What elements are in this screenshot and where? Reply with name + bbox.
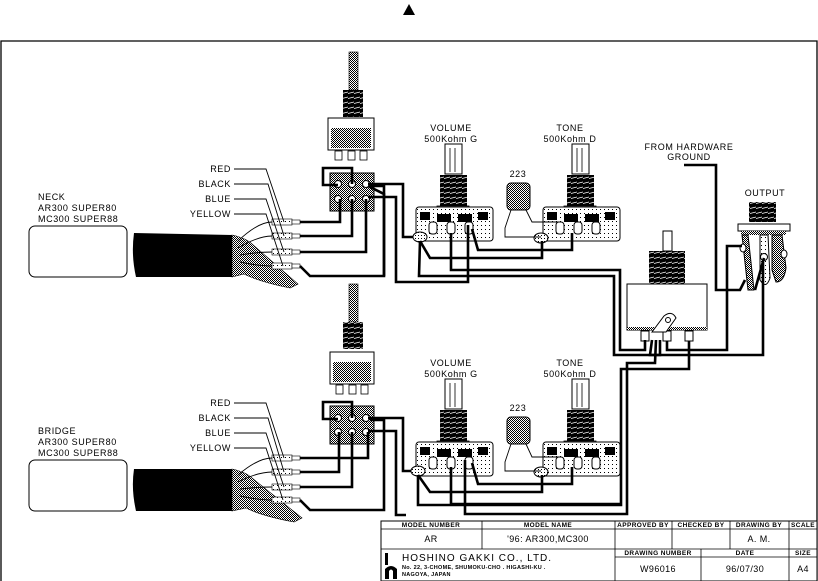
neck-cable [132,233,232,277]
neck-tone-label: TONE [556,123,583,133]
bridge-pickup-group: BRIDGE AR300 SUPER80 MC300 SUPER88 RED B… [28,398,303,523]
hardware-ground-label-2: GROUND [667,152,711,162]
company-address-line-1: No. 22, 3-CHOME, SHUMOKU-CHO . HIGASHI-K… [402,565,546,571]
neck-tone-value: 500Kohm D [544,134,597,144]
neck-pickup-model-2: MC300 SUPER88 [38,214,118,224]
neck-pickup-position-label: NECK [38,192,65,202]
neck-volume-pot [415,143,494,242]
bridge-capacitor-label: 223 [510,403,527,413]
scale-header: SCALE [791,522,815,529]
north-arrow-icon [403,4,415,15]
approved-by-header: APPROVED BY [617,522,669,529]
checked-by-header: CHECKED BY [678,522,725,529]
title-block: MODEL NUMBER MODEL NAME APPROVED BY CHEC… [380,520,818,581]
bridge-pickup-position-label: BRIDGE [38,426,76,436]
neck-wire-label-yellow: YELLOW [190,209,231,219]
size-value: A4 [797,564,809,574]
neck-mini-switch [327,51,375,212]
model-name-value: '96: AR300,MC300 [507,534,589,544]
neck-wire-label-blue: BLUE [205,194,231,204]
bridge-volume-value: 500Kohm G [424,369,477,379]
neck-pickup-model-1: AR300 SUPER80 [38,203,117,213]
neck-wire-label-black: BLACK [198,179,231,189]
bridge-label-leaders [234,402,285,501]
model-name-header: MODEL NAME [524,522,573,529]
model-number-header: MODEL NUMBER [402,522,461,529]
neck-volume-label: VOLUME [430,123,472,133]
bridge-pickup-model-2: MC300 SUPER88 [38,448,118,458]
bridge-tone-label: TONE [556,358,583,368]
date-value: 96/07/30 [726,564,764,574]
sheet-frame [0,40,818,581]
date-header: DATE [736,550,755,557]
bridge-volume-pot [415,378,494,477]
neck-tone-capacitor: 223 [504,169,560,238]
pickup-selector-switch [626,230,708,342]
output-label: OUTPUT [745,188,786,198]
hardware-ground-label-1: FROM HARDWARE [645,142,734,152]
company-address-line-2: NAGOYA, JAPAN [402,572,451,578]
output-jack [737,202,791,291]
bridge-volume-label: VOLUME [430,358,472,368]
drawing-by-header: DRAWING BY [736,522,783,529]
model-number-value: AR [424,534,437,544]
bridge-wire-label-yellow: YELLOW [190,443,231,453]
neck-wire-label-red: RED [210,164,231,174]
neck-volume-value: 500Kohm G [424,134,477,144]
bridge-tone-pot [542,378,621,477]
wiring [299,163,766,517]
neck-pickup-body [28,225,128,278]
bridge-wire-label-blue: BLUE [205,428,231,438]
bridge-tone-value: 500Kohm D [544,369,597,379]
bridge-wire-label-black: BLACK [198,413,231,423]
neck-capacitor-label: 223 [510,169,527,179]
bridge-wire-label-red: RED [210,398,231,408]
drawing-number-header: DRAWING NUMBER [624,550,691,557]
bridge-pickup-model-1: AR300 SUPER80 [38,437,117,447]
neck-pickup-group: NECK AR300 SUPER80 MC300 SUPER88 RED BLA… [28,164,301,289]
neck-tone-pot [542,143,621,242]
size-header: SIZE [795,550,811,557]
bridge-cable-shield [231,468,303,523]
drawing-number-value: W96016 [640,564,676,574]
company-logo-icon [385,553,397,579]
company-name: HOSHINO GAKKI CO., LTD. [402,553,552,564]
bridge-tone-capacitor: 223 [504,403,560,472]
bridge-pickup-body [28,459,128,512]
neck-cable-shield [231,234,299,289]
bridge-cable [132,469,232,511]
neck-label-leaders [234,168,285,267]
drawing-by-value: A. M. [747,534,770,544]
